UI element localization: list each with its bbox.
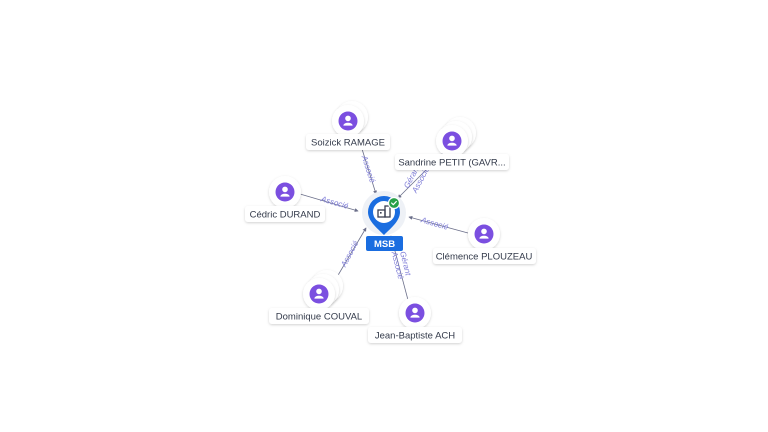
person-node-sandrine[interactable]: Sandrine PETIT (GAVR... bbox=[395, 117, 509, 170]
edge-label-soizick: Associé bbox=[359, 154, 377, 185]
person-node-jeanbaptiste[interactable]: Jean-Baptiste ACH bbox=[368, 297, 462, 343]
company-icon bbox=[377, 205, 391, 218]
company-node-msb[interactable]: MSB bbox=[362, 191, 406, 251]
edge-cedric bbox=[299, 193, 359, 212]
edge-label-dominique: Associé bbox=[339, 239, 361, 269]
person-name-label: Clémence PLOUZEAU bbox=[436, 252, 533, 263]
person-node-soizick[interactable]: Soizick RAMAGE bbox=[306, 101, 390, 150]
person-name-label: Cédric DURAND bbox=[250, 210, 321, 221]
edge-dominique bbox=[333, 227, 367, 283]
person-name-label: Soizick RAMAGE bbox=[311, 138, 385, 149]
person-node-clemence[interactable]: Clémence PLOUZEAU bbox=[433, 218, 536, 264]
person-name-label: Dominique COUVAL bbox=[276, 312, 362, 323]
company-name-label: MSB bbox=[374, 239, 395, 250]
person-node-cedric[interactable]: Cédric DURAND bbox=[245, 176, 325, 222]
edge-clemence bbox=[408, 215, 469, 234]
check-icon bbox=[387, 196, 401, 210]
person-name-label: Sandrine PETIT (GAVR... bbox=[398, 158, 505, 169]
edge-label-clemence: Associé bbox=[419, 215, 450, 232]
person-name-label: Jean-Baptiste ACH bbox=[375, 331, 455, 342]
person-node-dominique[interactable]: Dominique COUVAL bbox=[269, 270, 369, 324]
